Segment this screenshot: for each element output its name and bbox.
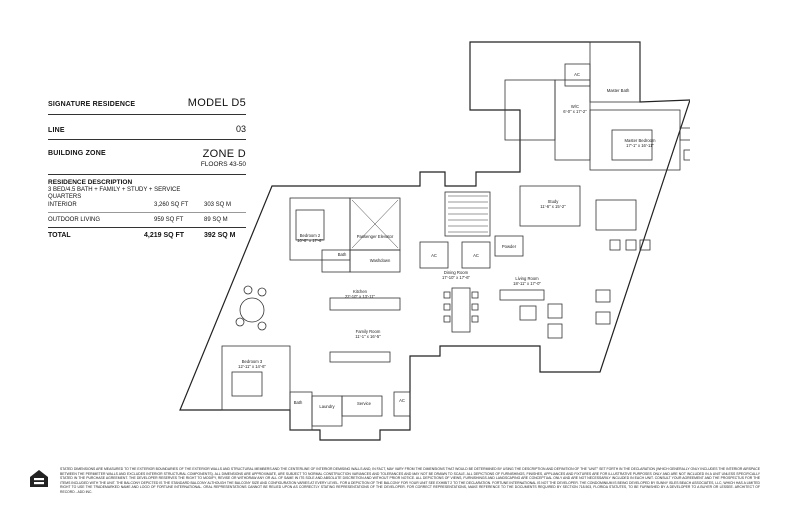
label-bedroom2-dim: 10'-8" x 17'-6"	[297, 238, 323, 243]
kitchen-island	[329, 297, 401, 311]
label-ac-bottom: AC	[399, 398, 405, 403]
model-row: SIGNATURE RESIDENCE MODEL D5	[48, 96, 246, 115]
model-name: MODEL D5	[187, 97, 246, 109]
label-bath2: Bath	[338, 252, 347, 257]
living-table	[519, 305, 537, 321]
label-wic-dim: 6'-0" x 17'-2"	[563, 109, 587, 114]
master-bed	[611, 129, 653, 161]
ac-mid1-room	[419, 241, 449, 269]
label-dining: Dining Room	[444, 270, 469, 275]
description-title: RESIDENCE DESCRIPTION	[48, 179, 133, 186]
family-sofa	[329, 351, 391, 363]
label-study: Study	[548, 199, 560, 204]
floor-plan: Master Bedroom 17'-1" x 16'-11" Master B…	[179, 41, 690, 441]
total-sqft: 4,219 SQ FT	[144, 232, 185, 239]
line-label: LINE	[48, 127, 65, 134]
zone-row: BUILDING ZONE ZONE D FLOORS 43-50	[48, 146, 246, 175]
label-bedroom2: Bedroom 2	[300, 233, 321, 238]
label-service: Service	[357, 401, 372, 406]
equal-housing-icon	[30, 470, 48, 487]
residence-info-panel: SIGNATURE RESIDENCE MODEL D5 LINE 03 BUI…	[48, 96, 246, 242]
balcony-sofa-right	[595, 199, 637, 231]
label-living: Living Room	[515, 276, 539, 281]
label-master-bath: Master Bath	[607, 88, 630, 93]
label-laundry: Laundry	[319, 404, 335, 409]
outdoor-label: OUTDOOR LIVING	[48, 217, 101, 223]
washdown-room	[349, 249, 401, 273]
label-kitchen-dim: 22'-10" x 13'-11"	[345, 294, 376, 299]
bedroom2-bed	[295, 209, 325, 241]
bath3-room	[289, 391, 313, 431]
interior-label: INTERIOR	[48, 202, 77, 208]
label-master-bedroom: Master Bedroom	[625, 138, 656, 143]
label-family-dim: 11'-1" x 16'-5"	[355, 334, 381, 339]
outdoor-row: OUTDOOR LIVING 959 SQ FT 89 SQ M	[48, 215, 246, 228]
label-washdown: Washdown	[370, 258, 391, 263]
residence-description: RESIDENCE DESCRIPTION 3 BED/4.5 BATH + F…	[48, 179, 246, 201]
label-study-dim: 11'-6" x 15'-2"	[540, 204, 566, 209]
floors-value: FLOORS 43-50	[200, 161, 246, 168]
label-bedroom3-dim: 12'-11" x 14'-6"	[238, 364, 266, 369]
total-row: TOTAL 4,219 SQ FT 392 SQ M	[48, 230, 246, 242]
bedroom2-room	[289, 197, 351, 261]
interior-sqm: 303 SQ M	[204, 202, 232, 208]
outdoor-sqm: 89 SQ M	[204, 217, 228, 223]
description-text: 3 BED/4.5 BATH + FAMILY + STUDY + SERVIC…	[48, 187, 181, 200]
residence-label: SIGNATURE RESIDENCE	[48, 101, 136, 108]
dining-table	[451, 287, 471, 333]
line-value: 03	[235, 124, 246, 134]
bedroom3-room	[221, 345, 291, 411]
balcony-table-left	[239, 297, 265, 323]
label-ac-mid1: AC	[431, 253, 437, 258]
service-room	[341, 395, 383, 417]
wic-room	[554, 79, 591, 161]
outdoor-sqft: 959 SQ FT	[154, 217, 184, 223]
label-family: Family Room	[356, 329, 381, 334]
zone-value: ZONE D	[202, 148, 246, 160]
label-kitchen: Kitchen	[353, 289, 368, 294]
interior-row: INTERIOR 3,260 SQ FT 303 SQ M	[48, 201, 246, 213]
stairs	[444, 191, 491, 237]
line-row: LINE 03	[48, 121, 246, 140]
study-room	[519, 185, 581, 227]
master-bath-room	[589, 41, 641, 103]
label-master-bedroom-dim: 17'-1" x 16'-11"	[626, 143, 654, 148]
laundry-room	[311, 395, 343, 427]
legal-disclaimer: STATED DIMENSIONS ARE MEASURED TO THE EX…	[60, 467, 760, 494]
ac-bottom-room	[393, 391, 411, 417]
label-ac-mid2: AC	[473, 253, 479, 258]
total-label: TOTAL	[48, 232, 71, 239]
total-sqm: 392 SQ M	[204, 232, 236, 239]
bedroom3-bed	[231, 371, 263, 397]
label-dining-dim: 17'-10" x 17'-6"	[442, 275, 471, 280]
living-sofa	[499, 289, 545, 301]
interior-sqft: 3,260 SQ FT	[154, 202, 189, 208]
outer-wall-west	[179, 41, 690, 441]
label-bedroom3: Bedroom 3	[242, 359, 263, 364]
label-elevator: Passenger Elevator	[357, 234, 394, 239]
label-ac-top: AC	[574, 72, 580, 77]
powder-room	[494, 235, 524, 257]
label-wic: W/C	[571, 104, 579, 109]
label-bath3: Bath	[294, 400, 303, 405]
ac-mid2-room	[461, 241, 491, 269]
label-living-dim: 18'-11" x 17'-0"	[513, 281, 541, 286]
zone-label: BUILDING ZONE	[48, 150, 106, 157]
label-powder: Powder	[502, 244, 517, 249]
